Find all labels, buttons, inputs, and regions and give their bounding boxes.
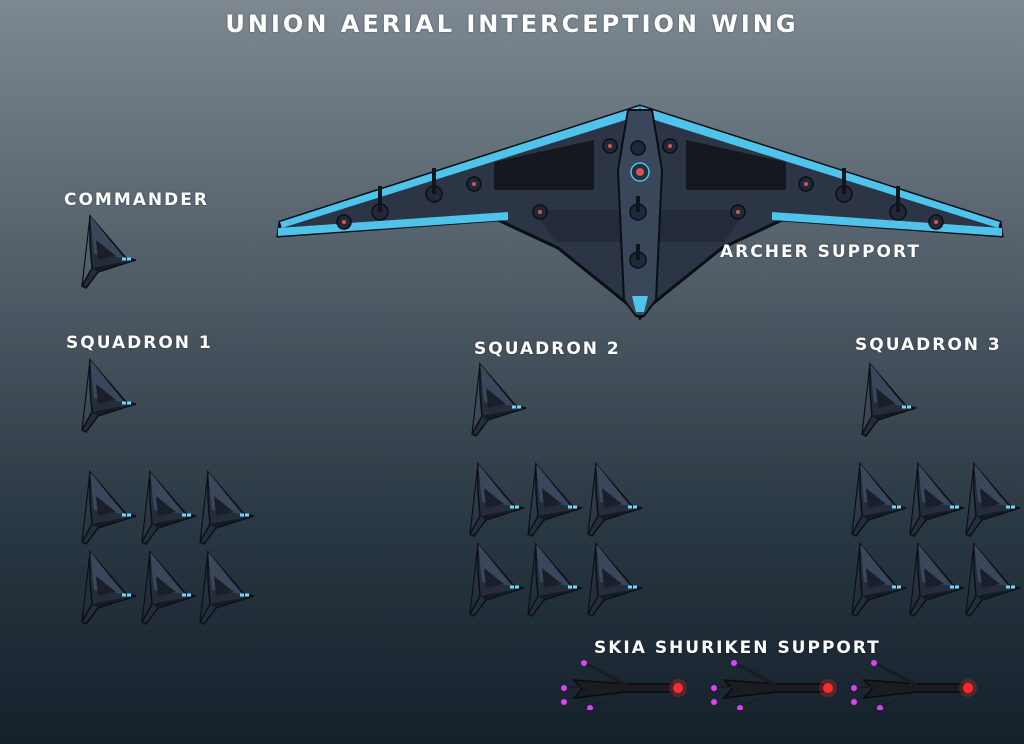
skia-shuriken-drone-icon xyxy=(560,659,688,710)
squadron-1-ship[interactable] xyxy=(78,550,140,626)
squadron-1-ship[interactable] xyxy=(138,470,200,546)
interceptor-fighter-icon xyxy=(861,363,917,437)
interceptor-fighter-icon xyxy=(81,215,137,289)
squadron-3-label: SQUADRON 3 xyxy=(855,335,1002,355)
squadron-2-ship[interactable] xyxy=(584,542,646,618)
interceptor-fighter-icon xyxy=(965,463,1021,537)
interceptor-fighter-icon xyxy=(587,543,643,617)
interceptor-fighter-icon xyxy=(469,543,525,617)
interceptor-fighter-icon xyxy=(141,551,197,625)
squadron-2-ship[interactable] xyxy=(584,462,646,538)
squadron-3-ship[interactable] xyxy=(848,542,910,618)
interceptor-fighter-icon xyxy=(199,471,255,545)
squadron-2-ship[interactable] xyxy=(524,542,586,618)
squadron-1-ship[interactable] xyxy=(78,470,140,546)
squadron-3-ship[interactable] xyxy=(906,462,968,538)
squadron-3-leader-ship[interactable] xyxy=(858,362,920,438)
flying-wing-carrier-icon xyxy=(276,104,1004,321)
squadron-1-leader-ship[interactable] xyxy=(78,358,140,434)
interceptor-fighter-icon xyxy=(909,543,965,617)
squadron-3-ship[interactable] xyxy=(962,462,1024,538)
interceptor-fighter-icon xyxy=(909,463,965,537)
interceptor-fighter-icon xyxy=(527,543,583,617)
interceptor-fighter-icon xyxy=(81,551,137,625)
skia-shuriken-ship[interactable] xyxy=(556,658,688,710)
squadron-2-label: SQUADRON 2 xyxy=(474,339,621,359)
skia-shuriken-drone-icon xyxy=(710,659,838,710)
skia-shuriken-support-label: SKIA SHURIKEN SUPPORT xyxy=(594,638,881,658)
squadron-2-ship[interactable] xyxy=(524,462,586,538)
squadron-2-ship[interactable] xyxy=(466,462,528,538)
squadron-3-ship[interactable] xyxy=(962,542,1024,618)
squadron-1-ship[interactable] xyxy=(138,550,200,626)
squadron-3-ship[interactable] xyxy=(848,462,910,538)
commander-ship[interactable] xyxy=(78,214,140,290)
page-title: UNION AERIAL INTERCEPTION WING xyxy=(225,10,799,38)
interceptor-fighter-icon xyxy=(965,543,1021,617)
interceptor-fighter-icon xyxy=(471,363,527,437)
archer-support-ship[interactable] xyxy=(272,100,1008,326)
interceptor-fighter-icon xyxy=(851,463,907,537)
interceptor-fighter-icon xyxy=(587,463,643,537)
skia-shuriken-ship[interactable] xyxy=(706,658,838,710)
squadron-3-ship[interactable] xyxy=(906,542,968,618)
interceptor-fighter-icon xyxy=(851,543,907,617)
skia-shuriken-ship[interactable] xyxy=(846,658,978,710)
squadron-1-ship[interactable] xyxy=(196,550,258,626)
squadron-1-label: SQUADRON 1 xyxy=(66,333,213,353)
squadron-2-ship[interactable] xyxy=(466,542,528,618)
squadron-1-ship[interactable] xyxy=(196,470,258,546)
interceptor-fighter-icon xyxy=(469,463,525,537)
interceptor-fighter-icon xyxy=(199,551,255,625)
commander-label: COMMANDER xyxy=(64,190,209,210)
skia-shuriken-drone-icon xyxy=(850,659,978,710)
squadron-2-leader-ship[interactable] xyxy=(468,362,530,438)
interceptor-fighter-icon xyxy=(81,359,137,433)
archer-support-label: ARCHER SUPPORT xyxy=(720,242,921,262)
interceptor-fighter-icon xyxy=(81,471,137,545)
interceptor-fighter-icon xyxy=(141,471,197,545)
interceptor-fighter-icon xyxy=(527,463,583,537)
